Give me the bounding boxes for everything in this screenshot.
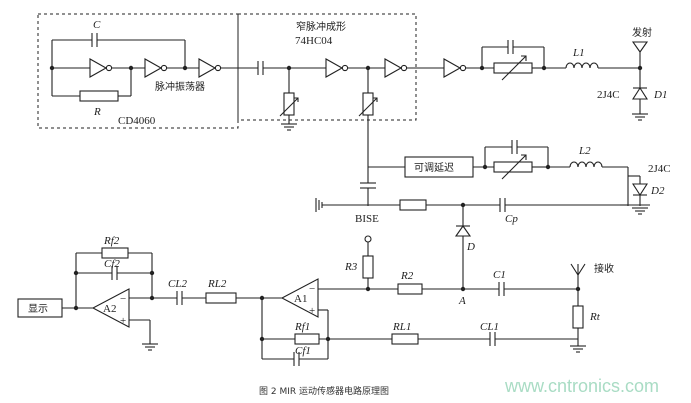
label-c: C: [93, 19, 101, 31]
transmit-path: [443, 40, 649, 121]
label-r: R: [93, 106, 101, 118]
label-display: 显示: [28, 303, 48, 315]
watermark: www.cntronics.com: [504, 376, 659, 396]
label-rf1: Rf1: [294, 321, 310, 333]
label-cl2: CL2: [168, 278, 187, 290]
oscillator-circuit: [49, 33, 258, 102]
delay-branch: [360, 140, 649, 206]
oscillator-dashed-block: [37, 13, 239, 129]
label-a2-plus: +: [120, 315, 126, 327]
label-cf2: Cf2: [104, 258, 120, 270]
label-74hc04: 74HC04: [295, 35, 333, 47]
label-r3: R3: [344, 261, 358, 273]
display-box: [17, 298, 63, 318]
label-rf2: Rf2: [103, 235, 120, 247]
op-amp-a1: [280, 278, 319, 318]
shaper-dashed-block: [237, 13, 417, 121]
receiver-circuit: [259, 235, 586, 366]
label-r2: R2: [400, 270, 414, 282]
label-2j4c-1: 2J4C: [597, 89, 620, 101]
label-a1-plus: +: [309, 305, 315, 317]
label-rl2: RL2: [207, 278, 227, 290]
label-cp: Cp: [505, 213, 518, 225]
diode-d: [454, 205, 472, 289]
label-a1-minus: −: [309, 283, 315, 295]
label-c1: C1: [493, 269, 506, 281]
output-stage: [17, 247, 262, 351]
label-l2: L2: [578, 145, 591, 157]
label-shaper: 窄脉冲成形: [296, 20, 346, 33]
figure-caption: 图 2 MIR 运动传感器电路原理图: [259, 385, 389, 397]
label-a2-minus: −: [120, 293, 126, 305]
label-node-a: A: [458, 295, 466, 307]
label-cf1: Cf1: [295, 345, 311, 357]
op-amp-a2: [91, 288, 130, 328]
label-cl1: CL1: [480, 321, 499, 333]
label-d1: D1: [653, 89, 667, 101]
label-oscillator: 脉冲振荡器: [155, 80, 205, 93]
label-rl1: RL1: [392, 321, 411, 333]
label-d: D: [466, 241, 475, 253]
label-2j4c-2: 2J4C: [648, 163, 671, 175]
label-a1: A1: [294, 293, 307, 305]
label-rt: Rt: [589, 311, 601, 323]
label-l1: L1: [572, 47, 585, 59]
label-rx: 接收: [594, 262, 614, 275]
label-tx: 发射: [632, 26, 652, 39]
label-bise: BISE: [355, 213, 379, 225]
label-delay: 可调延迟: [414, 161, 454, 174]
label-d2: D2: [650, 185, 665, 197]
bise-line: [315, 198, 650, 215]
pulse-shaper-circuit: [257, 58, 444, 175]
label-a2: A2: [103, 303, 116, 315]
label-cd4060: CD4060: [118, 115, 156, 127]
